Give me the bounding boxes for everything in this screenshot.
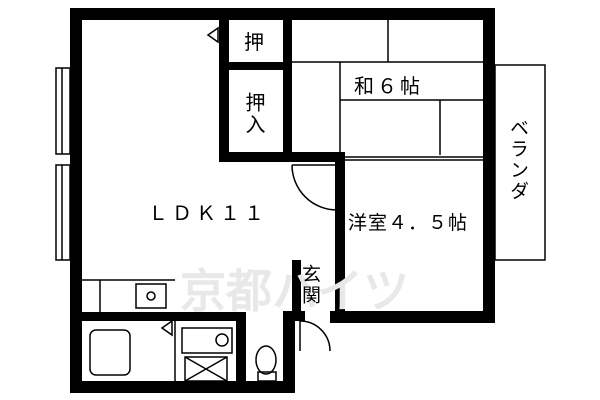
room-label-genkan: 玄関	[299, 264, 321, 306]
room-label-oshiire: 押入	[242, 92, 266, 136]
thin-lines	[82, 20, 483, 382]
watermark-text: 京都ハイツ	[180, 264, 410, 318]
room-label-balcony: ベランダ	[507, 118, 529, 202]
door-swings	[291, 164, 338, 352]
room-label-youshitsu: 洋室４．５帖	[348, 212, 469, 234]
outer-walls	[70, 8, 495, 393]
left-windows	[55, 67, 71, 261]
room-label-washitsu: 和６帖	[354, 74, 423, 98]
room-label-ldk: ＬＤＫ１１	[148, 201, 268, 225]
balcony-outline	[488, 64, 546, 261]
room-label-oshi-top: 押	[244, 30, 264, 54]
interior-walls	[70, 20, 345, 393]
